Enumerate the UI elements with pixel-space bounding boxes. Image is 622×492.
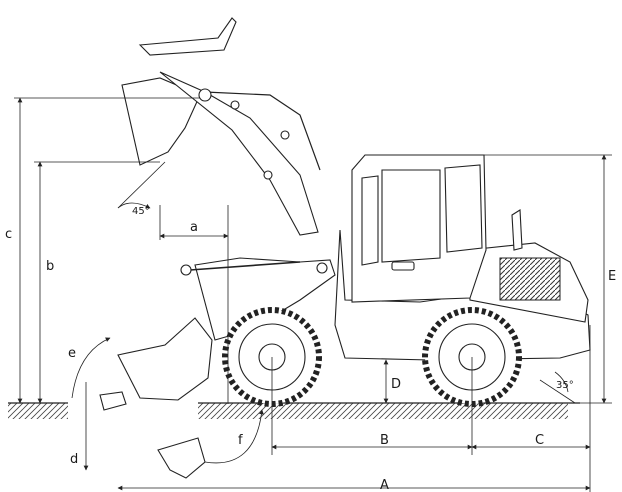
- departure-angle-arc: [554, 371, 569, 393]
- lift-arm-lowered: [194, 257, 336, 341]
- dimension-lines: [14, 97, 612, 492]
- cab-door-window: [381, 169, 441, 263]
- label-b: b: [46, 259, 54, 274]
- chassis: [334, 229, 591, 361]
- cab-front-window: [361, 175, 379, 266]
- raised-bucket-assembly: [121, 17, 321, 236]
- cab-rear-window: [444, 164, 483, 253]
- raised-bucket: [121, 77, 201, 166]
- loader-body: [334, 209, 591, 361]
- dimension-e-arc: [71, 337, 111, 399]
- dump-angle-arc: [117, 202, 151, 209]
- label-B: B: [380, 433, 389, 448]
- dimension-f-arc: [204, 409, 264, 464]
- tilted-bucket: [157, 437, 206, 479]
- label-dump-angle: 45°: [132, 206, 150, 217]
- ground-hatch-left: [8, 403, 68, 419]
- operator-cab: [351, 154, 487, 303]
- lift-arm-raised: [159, 71, 319, 236]
- label-c: c: [5, 227, 12, 242]
- label-C: C: [535, 433, 544, 448]
- label-a: a: [190, 220, 198, 235]
- label-e: e: [68, 346, 76, 361]
- label-departure-angle: 35°: [556, 380, 574, 391]
- bucket-at-dig-depth: [99, 391, 127, 411]
- label-A: A: [380, 478, 389, 492]
- departure-angle-line: [539, 379, 576, 404]
- ground-hatch-right: [198, 403, 568, 419]
- door-handle: [391, 261, 415, 271]
- lowered-bucket-assembly: [99, 257, 336, 479]
- label-f: f: [238, 433, 243, 448]
- exhaust-pipe: [511, 209, 523, 251]
- lowered-bucket: [117, 317, 213, 401]
- engine-grille: [499, 257, 561, 301]
- label-D: D: [391, 377, 401, 392]
- top-bucket-outline: [138, 17, 237, 56]
- label-E: E: [608, 269, 616, 284]
- label-d: d: [70, 452, 78, 467]
- ground: [8, 402, 580, 419]
